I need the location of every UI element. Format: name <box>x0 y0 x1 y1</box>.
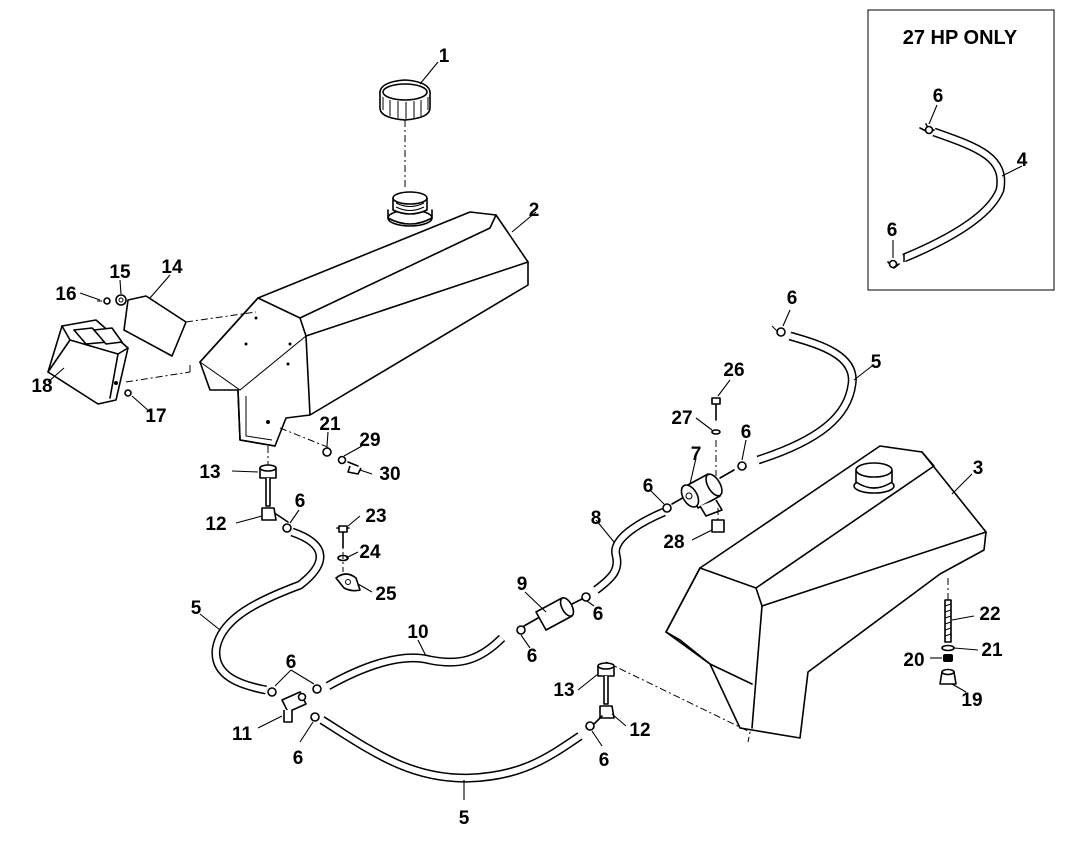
fuel-filter: 9 6 6 <box>516 574 604 667</box>
callout-16: 16 <box>55 284 76 305</box>
callout-21: 21 <box>981 640 1003 661</box>
fuel-hose-upper-right: 6 5 <box>756 288 882 465</box>
callout-6: 6 <box>741 422 752 443</box>
callout-3: 3 <box>973 458 984 479</box>
callout-11: 11 <box>232 724 253 745</box>
hose-clamp: 6 <box>297 692 307 702</box>
fuel-hose-left: 5 <box>191 527 325 695</box>
left-fuel-tank: 2 <box>199 191 540 447</box>
fuel-hose-8: 8 <box>591 507 666 594</box>
callout-6: 6 <box>887 220 898 241</box>
callout-15: 15 <box>109 262 131 283</box>
hose-clamp: 6 <box>282 491 306 533</box>
callout-26: 26 <box>723 360 744 381</box>
callout-2: 2 <box>529 200 540 221</box>
callout-19: 19 <box>961 690 982 711</box>
left-tank-outlet: 13 12 <box>199 446 289 535</box>
callout-24: 24 <box>359 542 381 563</box>
callout-17: 17 <box>145 406 166 427</box>
callout-21: 21 <box>319 414 341 435</box>
callout-8: 8 <box>591 508 602 529</box>
callout-6: 6 <box>286 652 297 673</box>
callout-29: 29 <box>359 430 380 451</box>
callout-18: 18 <box>31 376 52 397</box>
tank-stud-hardware: 22 21 20 19 <box>903 578 1003 711</box>
hose-clip: 23 24 25 <box>335 506 397 605</box>
callout-6: 6 <box>527 646 538 667</box>
tank-bracket-assembly: 16 15 14 17 18 <box>31 257 257 427</box>
callout-27: 27 <box>671 408 692 429</box>
callout-6: 6 <box>787 288 798 309</box>
callout-1: 1 <box>439 46 450 67</box>
callout-6: 6 <box>933 86 944 107</box>
callout-23: 23 <box>365 506 386 527</box>
callout-28: 28 <box>663 532 684 553</box>
callout-13: 13 <box>553 680 574 701</box>
callout-5: 5 <box>871 352 882 373</box>
right-tank-outlet: 13 12 6 <box>553 661 751 771</box>
callout-4: 4 <box>1017 150 1028 171</box>
tee-fitting: 11 6 6 <box>232 652 322 769</box>
callout-6: 6 <box>593 604 604 625</box>
right-fuel-tank: 3 <box>665 445 987 739</box>
callout-30: 30 <box>379 464 400 485</box>
fuel-pump: 7 6 28 26 27 6 <box>643 360 752 553</box>
callout-6: 6 <box>293 748 304 769</box>
inset-title: 27 HP ONLY <box>903 27 1018 49</box>
callout-6: 6 <box>643 476 654 497</box>
fuel-hose-bottom: 5 <box>319 716 583 829</box>
callout-25: 25 <box>375 584 397 605</box>
callout-5: 5 <box>459 808 470 829</box>
callout-12: 12 <box>629 720 650 741</box>
callout-10: 10 <box>407 622 428 643</box>
callout-6: 6 <box>599 750 610 771</box>
callout-22: 22 <box>979 604 1000 625</box>
tank-fasteners: 21 29 30 <box>279 414 401 485</box>
inset-27hp: 27 HP ONLY 6 6 4 <box>867 9 1055 291</box>
callout-7: 7 <box>691 444 702 465</box>
fuel-hose-10: 10 <box>325 622 506 690</box>
callout-12: 12 <box>205 514 226 535</box>
callout-20: 20 <box>903 650 924 671</box>
callout-13: 13 <box>199 462 220 483</box>
callout-9: 9 <box>517 574 528 595</box>
callout-5: 5 <box>191 598 202 619</box>
callout-14: 14 <box>161 257 183 278</box>
callout-6: 6 <box>295 491 306 512</box>
fuel-cap: 1 <box>379 46 450 190</box>
